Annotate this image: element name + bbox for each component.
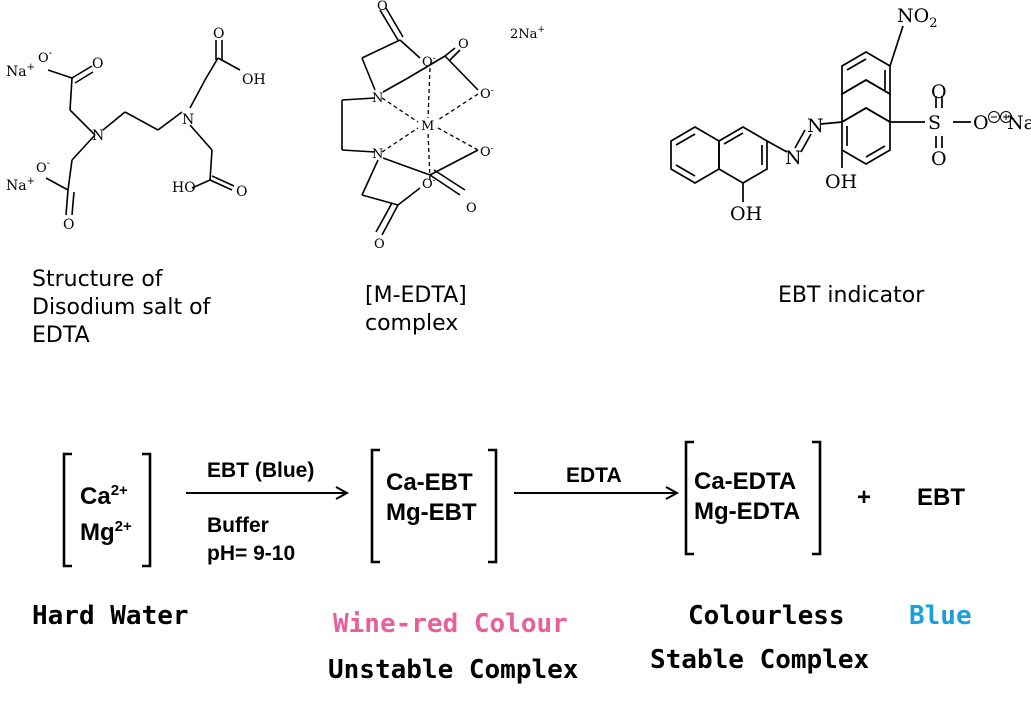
svg-text:Na+: Na+ bbox=[6, 62, 35, 80]
atom-label: O bbox=[374, 237, 385, 252]
arrow1-bottom-label: Buffer pH= 9-10 bbox=[207, 514, 296, 565]
svg-text:O-: O- bbox=[422, 54, 436, 70]
reactant-ions: Ca2+ Mg2+ bbox=[80, 482, 132, 546]
atom-label: O bbox=[236, 184, 247, 200]
ebt-indicator-structure: OH N N OH NO2 O S O O Na bbox=[670, 5, 1031, 225]
ebt-caption: EBT indicator bbox=[778, 283, 925, 308]
atom-label: Na bbox=[6, 64, 27, 80]
atom-label: O bbox=[63, 217, 74, 233]
svg-text:2Na+: 2Na+ bbox=[510, 25, 545, 42]
atom-label: N bbox=[785, 147, 802, 169]
product-complex: Ca-EDTA Mg-EDTA bbox=[694, 468, 801, 525]
svg-text:O-: O- bbox=[422, 176, 436, 192]
atom-label: NO bbox=[897, 5, 929, 27]
atom-label: N bbox=[807, 115, 824, 137]
svg-text:O-: O- bbox=[38, 48, 52, 66]
atom-label: O bbox=[466, 201, 477, 216]
svg-text:O-: O- bbox=[480, 86, 494, 102]
reaction-scheme bbox=[62, 440, 822, 568]
colourless-label: Colourless bbox=[688, 601, 845, 631]
atom-label: O bbox=[36, 161, 47, 176]
atom-label: O bbox=[931, 81, 947, 103]
atom-label: Na bbox=[1007, 112, 1031, 134]
atom-label: N bbox=[372, 91, 383, 106]
free-ebt: EBT bbox=[917, 484, 965, 511]
intermediate-complex: Ca-EBT Mg-EBT bbox=[386, 469, 477, 526]
atom-label: O bbox=[422, 177, 433, 192]
atom-label: OH bbox=[825, 171, 857, 193]
atom-label: O bbox=[973, 112, 989, 134]
atom-label: Na bbox=[6, 178, 27, 194]
atom-label: O bbox=[38, 51, 49, 66]
atom-label: O bbox=[458, 37, 469, 52]
atom-label: HO bbox=[172, 180, 196, 196]
atom-label: M bbox=[421, 119, 434, 134]
atom-label: O bbox=[480, 145, 491, 160]
atom-label: O bbox=[480, 87, 491, 102]
atom-label: O bbox=[422, 55, 433, 70]
blue-label: Blue bbox=[909, 601, 972, 631]
atom-label: O bbox=[92, 56, 103, 72]
calcium-ion: Ca bbox=[80, 483, 111, 510]
atom-label: N bbox=[372, 147, 383, 162]
atom-label: S bbox=[928, 112, 941, 134]
atom-label: 2Na bbox=[510, 27, 538, 42]
svg-text:Na+: Na+ bbox=[6, 176, 35, 194]
svg-text:NO2: NO2 bbox=[897, 5, 937, 31]
svg-text:O-: O- bbox=[36, 158, 50, 176]
edta-salt-caption: Structure of Disodium salt of EDTA bbox=[32, 267, 211, 348]
atom-label: N bbox=[182, 112, 194, 128]
m-edta-complex-structure: O O- O O- N M N O- O- O O 2Na+ bbox=[341, 0, 545, 252]
plus-sign: + bbox=[857, 484, 872, 511]
edta-disodium-structure: Na+ O- O N N O OH O- Na+ O HO O bbox=[6, 26, 266, 233]
hard-water-label: Hard Water bbox=[32, 601, 189, 631]
atom-label: OH bbox=[242, 72, 266, 88]
atom-label: O bbox=[931, 148, 947, 170]
atom-label: O bbox=[377, 0, 388, 14]
arrow2-top-label: EDTA bbox=[566, 464, 622, 487]
arrow1-top-label: EBT (Blue) bbox=[207, 459, 315, 482]
atom-label: N bbox=[92, 128, 104, 144]
atom-label: O bbox=[213, 26, 224, 42]
unstable-complex-label: Unstable Complex bbox=[328, 655, 579, 685]
magnesium-ion: Mg bbox=[80, 519, 115, 546]
stable-complex-label: Stable Complex bbox=[650, 645, 870, 675]
atom-label: OH bbox=[730, 203, 762, 225]
wine-red-label: Wine-red Colour bbox=[333, 609, 568, 639]
m-edta-caption: [M-EDTA] complex bbox=[365, 283, 467, 336]
svg-text:O-: O- bbox=[480, 144, 494, 160]
